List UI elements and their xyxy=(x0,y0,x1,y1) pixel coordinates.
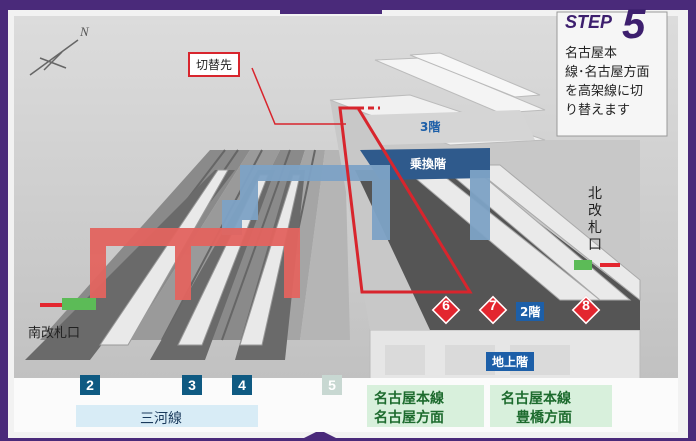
platform-8-number: 8 xyxy=(582,297,590,313)
step-line-3: を高架線に切 xyxy=(565,84,644,99)
toyohashi-dir-line-2: 豊橋方面 xyxy=(516,410,572,426)
platform-8-marker: 8 xyxy=(571,295,601,325)
switch-target-frame xyxy=(338,106,473,294)
north-exit-char-1: 北 xyxy=(588,186,602,202)
nagoya-dir-line-2: 名古屋方面 xyxy=(374,410,444,426)
mikawa-line-label: 三河線 xyxy=(140,411,182,427)
compass-icon xyxy=(29,39,79,76)
nagoya-dir-band xyxy=(367,385,484,427)
step-number: 5 xyxy=(622,0,646,47)
platform-6-number: 6 xyxy=(442,297,450,313)
step-box xyxy=(556,11,668,137)
platform-5-badge: 5 xyxy=(322,375,342,395)
platform-6-marker: 6 xyxy=(431,295,461,325)
blue-bridge xyxy=(222,165,490,240)
mikawa-band xyxy=(76,405,258,427)
floor-2-label: 2階 xyxy=(516,302,545,321)
floor-3-label: 3階 xyxy=(420,120,441,134)
top-tab xyxy=(280,0,382,14)
transfer-floor-label: 乗換階 xyxy=(410,157,447,171)
platform-2-badge: 2 xyxy=(80,375,100,395)
compass-n: N xyxy=(80,24,89,39)
platform-4-badge: 4 xyxy=(232,375,252,395)
ground-floor-label: 地上階 xyxy=(486,352,535,371)
pink-bridge xyxy=(90,228,300,300)
step-line-4: り替えます xyxy=(565,103,631,118)
south-exit-bar xyxy=(62,298,96,310)
north-exit-char-4: 口 xyxy=(588,237,602,253)
south-exit-label: 南改札口 xyxy=(28,326,81,341)
nagoya-dir-line-1: 名古屋本線 xyxy=(374,391,444,407)
step-line-2: 線･名古屋方面 xyxy=(565,65,650,80)
toyohashi-dir-band xyxy=(490,385,612,427)
step-line-1: 名古屋本 xyxy=(565,46,618,61)
switch-target-callout: 切替先 xyxy=(188,52,241,77)
toyohashi-dir-line-1: 名古屋本線 xyxy=(501,391,571,407)
north-exit-char-2: 改 xyxy=(588,203,602,219)
bottom-notch xyxy=(298,430,342,441)
callout-leader xyxy=(251,67,346,125)
north-exit-char-3: 札 xyxy=(588,220,602,236)
platform-7-marker: 7 xyxy=(478,295,508,325)
north-exit-bar xyxy=(574,260,592,270)
step-label: STEP xyxy=(565,12,613,32)
platform-3-badge: 3 xyxy=(182,375,202,395)
platform-7-number: 7 xyxy=(489,297,497,313)
